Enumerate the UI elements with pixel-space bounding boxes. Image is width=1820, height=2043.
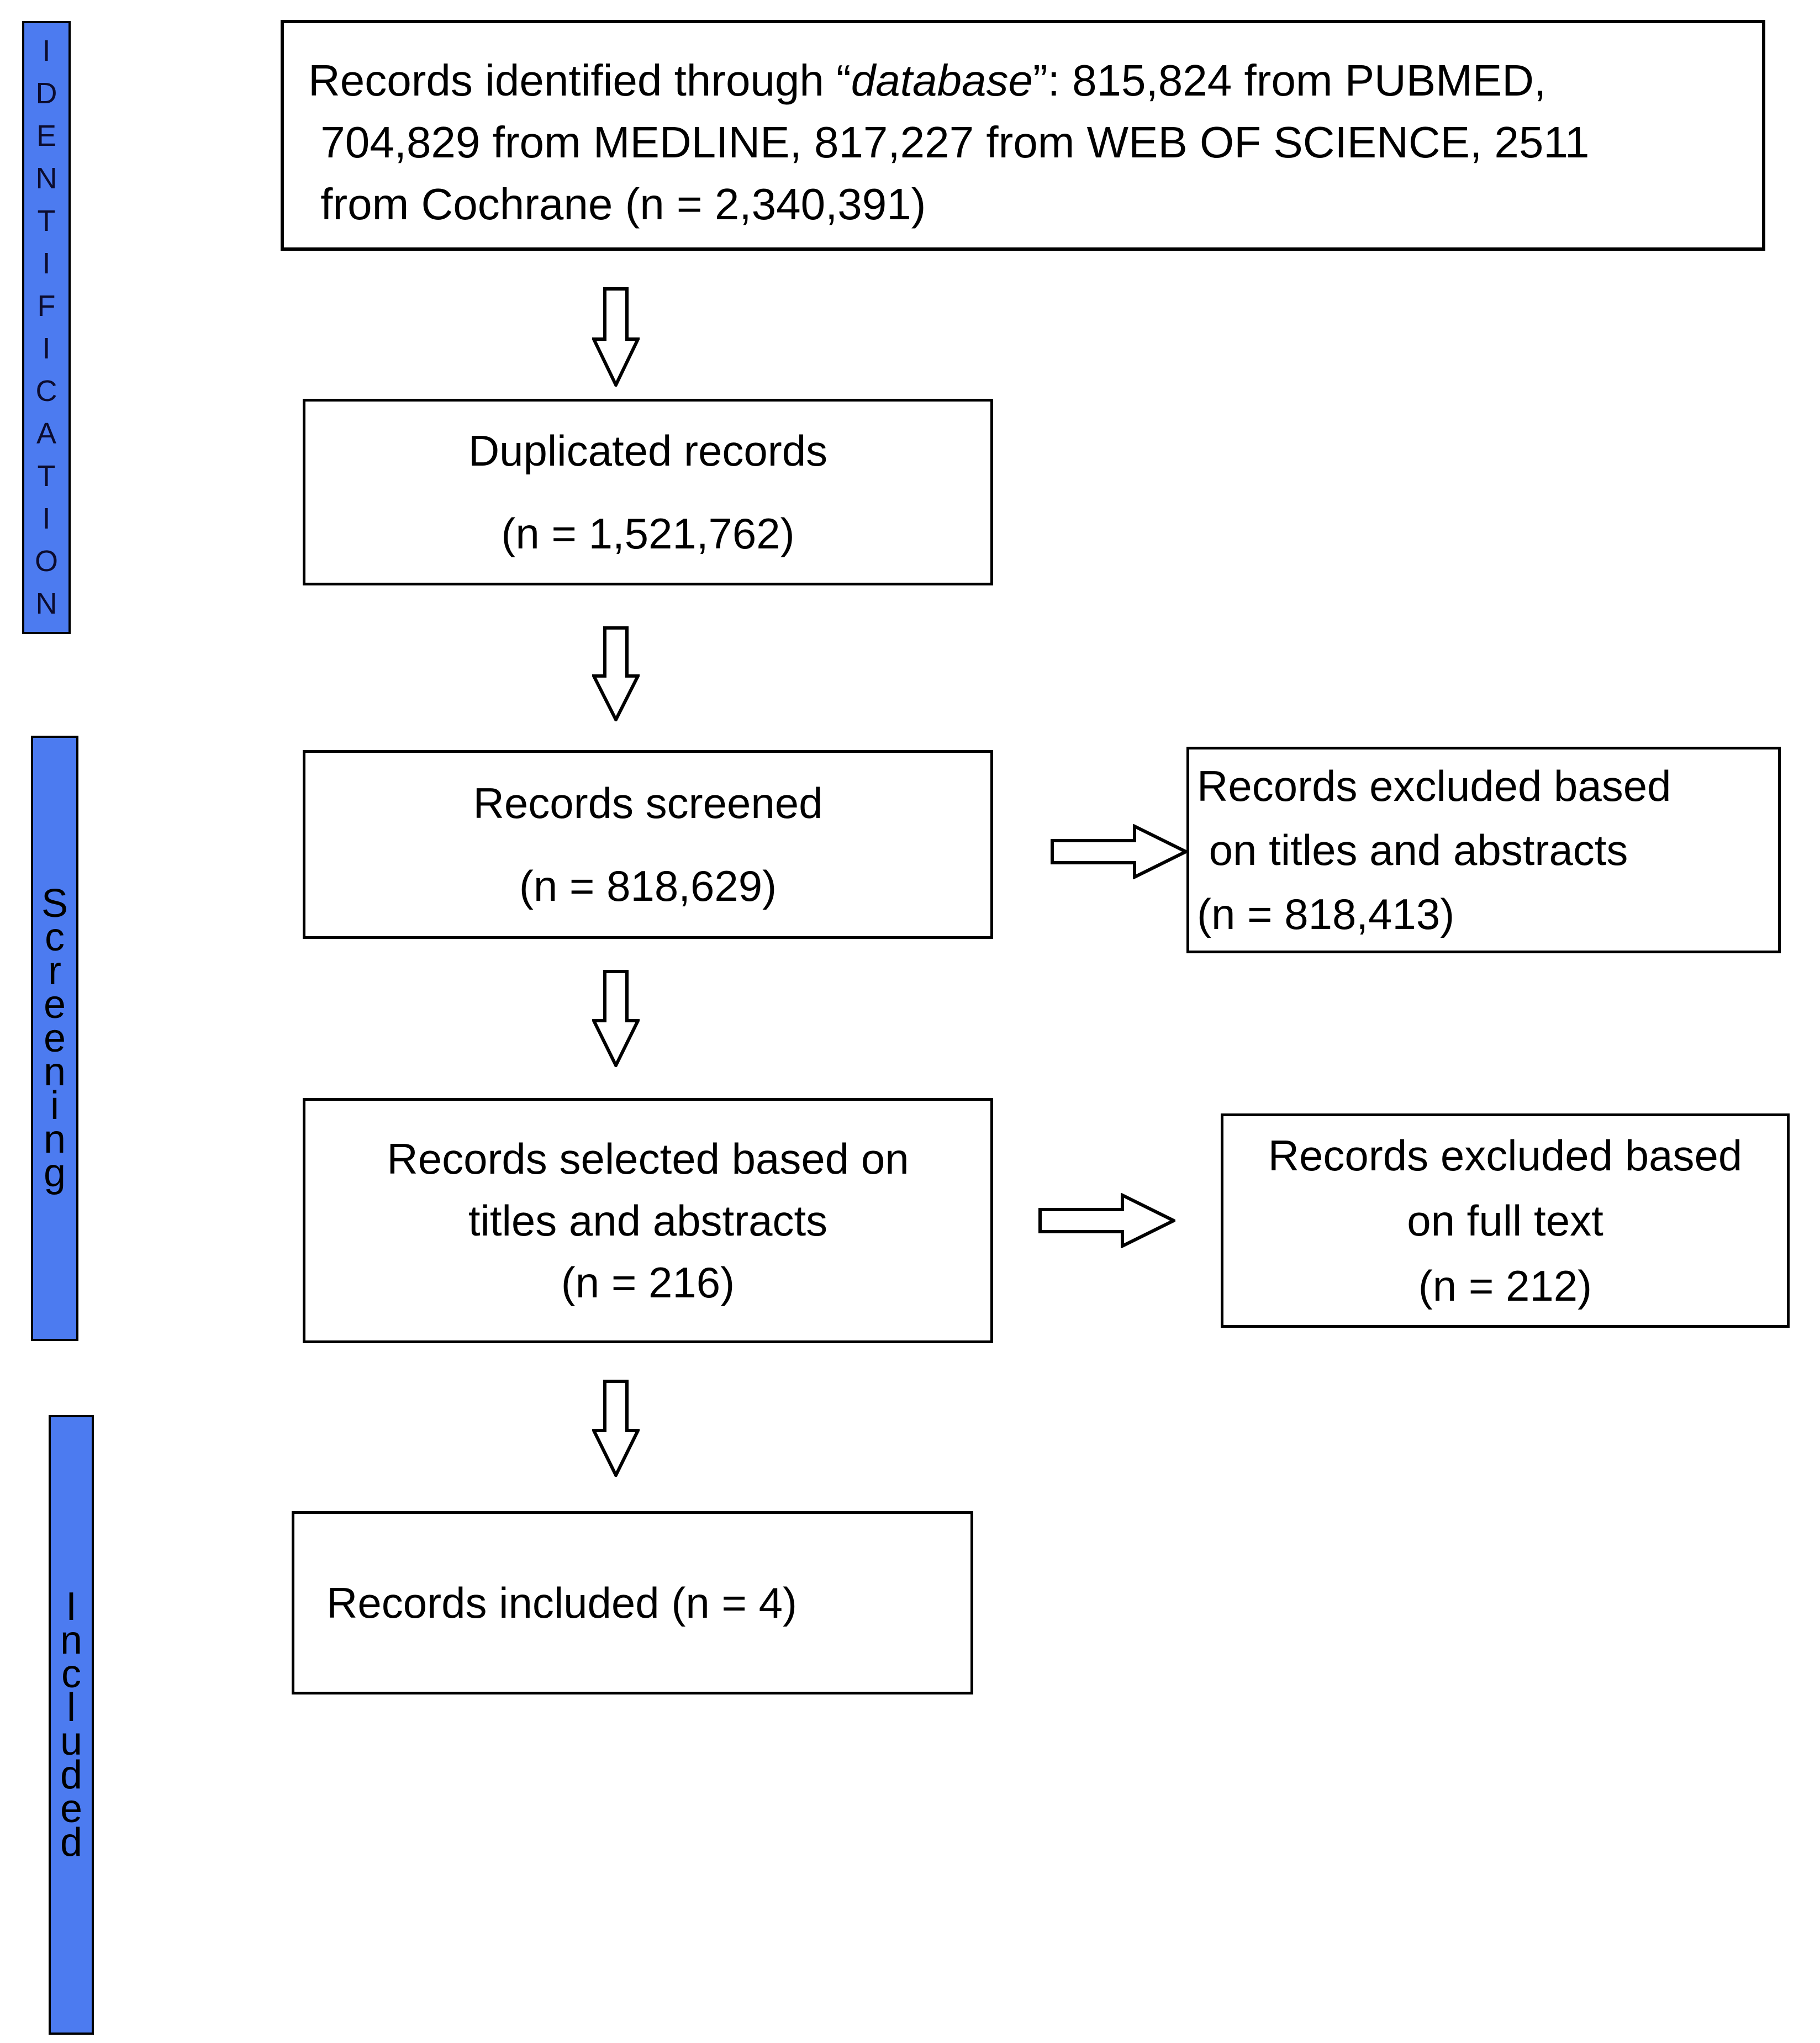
records-identified-text: Records identified through “database”: 8… [284, 23, 1606, 235]
records-identified-italic-word: database [851, 56, 1033, 105]
duplicated-records-text: Duplicated records (n = 1,521,762) [468, 426, 828, 558]
records-excluded-fulltext-box: Records excluded based on full text (n =… [1221, 1113, 1790, 1328]
arrow-down-icon [592, 287, 640, 387]
arrow-down-icon [592, 626, 640, 721]
records-excluded-titles-text: Records excluded based on titles and abs… [1197, 762, 1671, 938]
records-included-text: Records included (n = 4) [326, 1579, 797, 1627]
stage-bar-included: I n c l u d e d [49, 1415, 94, 2035]
stage-bar-identification: I D E N T I F I C A T I O N [22, 21, 71, 634]
arrow-down-icon [592, 970, 640, 1067]
stage-label-included: I n c l u d e d [60, 1585, 83, 1865]
records-selected-box: Records selected based on titles and abs… [303, 1098, 993, 1343]
records-identified-text-after: ”: 815,824 from PUBMED, 704,829 from MED… [320, 56, 1590, 229]
arrow-right-icon [1051, 824, 1188, 879]
arrow-down-icon [592, 1380, 640, 1477]
stage-bar-screening: S c r e e n i n g [31, 736, 78, 1341]
records-excluded-titles-box: Records excluded based on titles and abs… [1186, 747, 1781, 953]
records-identified-box: Records identified through “database”: 8… [281, 20, 1765, 251]
arrow-right-icon [1038, 1193, 1175, 1248]
records-screened-text: Records screened (n = 818,629) [473, 779, 823, 910]
stage-label-screening: S c r e e n i n g [41, 881, 68, 1195]
records-screened-box: Records screened (n = 818,629) [303, 750, 993, 939]
records-identified-text-before: Records identified through “ [308, 56, 851, 105]
records-included-box: Records included (n = 4) [292, 1511, 973, 1694]
duplicated-records-box: Duplicated records (n = 1,521,762) [303, 399, 993, 585]
records-excluded-fulltext-text: Records excluded based on full text (n =… [1268, 1131, 1743, 1310]
records-selected-text: Records selected based on titles and abs… [387, 1134, 909, 1307]
stage-label-identification: I D E N T I F I C A T I O N [34, 34, 58, 620]
